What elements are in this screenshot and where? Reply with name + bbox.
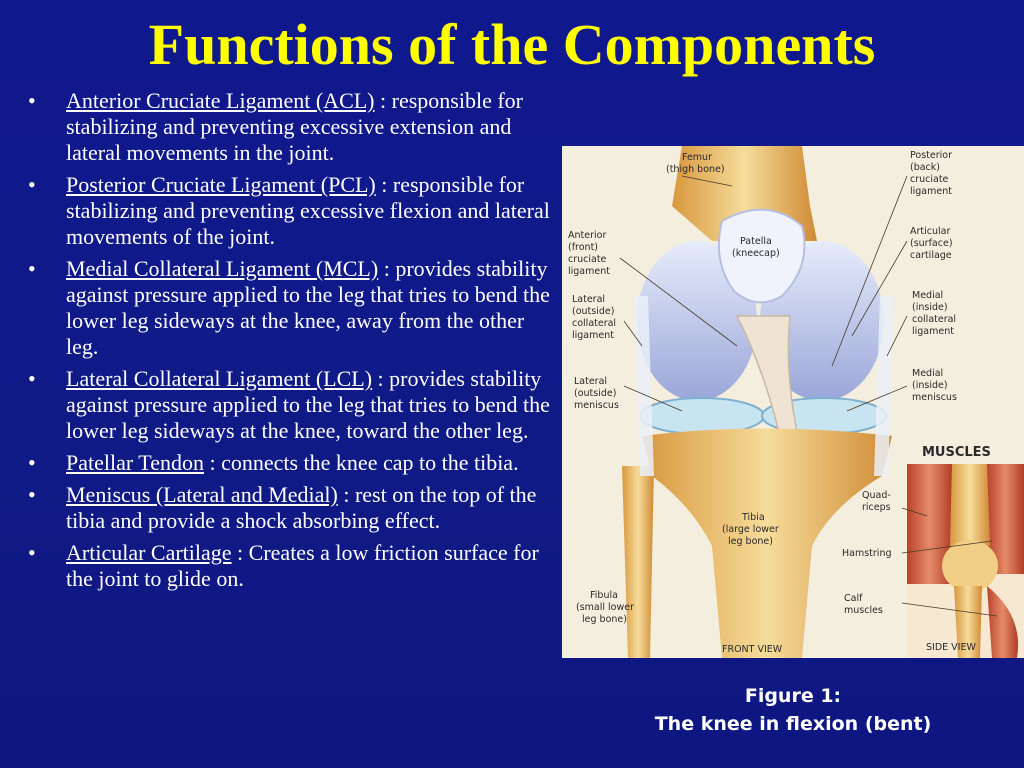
term-lcl[interactable]: Lateral Collateral Ligament (LCL) — [66, 366, 373, 391]
label-patella: Patella — [740, 236, 772, 247]
desc-meniscus: : rest on the top of the tibia and provi… — [66, 482, 537, 533]
lateral-meniscus-shape — [639, 397, 765, 435]
desc-mcl: : provides stability against pressure ap… — [66, 256, 550, 359]
term-meniscus[interactable]: Meniscus (Lateral and Medial) — [66, 482, 338, 507]
label-mmen-1: Medial — [912, 368, 943, 379]
label-art-1: Articular — [910, 226, 950, 237]
list-item-articular-cartilage: • Articular Cartilage : Creates a low fri… — [24, 540, 552, 592]
label-mcl-4: ligament — [912, 326, 954, 337]
tibia-shape — [642, 428, 892, 658]
label-quad-1: Quad- — [862, 490, 891, 501]
label-art-2: (surface) — [910, 238, 953, 249]
caption-line-1: Figure 1: — [744, 685, 842, 707]
functions-list: • Anterior Cruciate Ligament (ACL) : resp… — [24, 88, 552, 598]
label-acl-1: Anterior — [568, 230, 606, 241]
label-pcl-2: (back) — [910, 162, 940, 173]
caption-line-2: The knee in flexion (bent) — [654, 713, 932, 735]
slide-title: Functions of the Components — [148, 12, 876, 77]
medial-collateral-shape — [874, 296, 894, 476]
label-pcl-3: cruciate — [910, 174, 949, 185]
label-tibia-3: leg bone) — [728, 536, 773, 547]
label-acl-3: cruciate — [568, 254, 607, 265]
label-fibula-1: Fibula — [590, 590, 618, 601]
calf-shape — [987, 586, 1019, 658]
label-muscles: MUSCLES — [922, 445, 991, 460]
label-femur: Femur — [682, 152, 712, 163]
bullet-icon: • — [28, 450, 36, 475]
list-item-lcl: • Lateral Collateral Ligament (LCL) : pro… — [24, 366, 552, 444]
list-item-pcl: • Posterior Cruciate Ligament (PCL) : res… — [24, 172, 552, 250]
term-acl[interactable]: Anterior Cruciate Ligament (ACL) — [66, 88, 375, 113]
patella-shape — [717, 208, 806, 304]
lateral-collateral-shape — [634, 296, 654, 476]
label-femur-sub: (thigh bone) — [666, 164, 725, 175]
label-front-view: FRONT VIEW — [722, 644, 783, 655]
side-knee-joint — [942, 540, 998, 592]
label-tibia-1: Tibia — [741, 512, 765, 523]
bullet-icon: • — [28, 256, 36, 281]
label-fibula-3: leg bone) — [582, 614, 627, 625]
label-pcl-1: Posterior — [910, 150, 952, 161]
label-hamstring: Hamstring — [842, 548, 892, 559]
desc-pcl: : responsible for stabilizing and preven… — [66, 172, 550, 249]
label-mcl-1: Medial — [912, 290, 943, 301]
list-item-acl: • Anterior Cruciate Ligament (ACL) : resp… — [24, 88, 552, 166]
bullet-icon: • — [28, 482, 36, 507]
side-femur-shape — [950, 464, 990, 546]
label-quad-2: riceps — [862, 502, 891, 513]
fibula-shape — [622, 466, 654, 658]
label-lcl-3: collateral — [572, 318, 616, 329]
label-mcl-3: collateral — [912, 314, 956, 325]
list-item-patellar-tendon: • Patellar Tendon : connects the knee cap… — [24, 450, 552, 476]
label-patella-sub: (kneecap) — [732, 248, 780, 259]
list-item-meniscus: • Meniscus (Lateral and Medial) : rest on… — [24, 482, 552, 534]
label-fibula-2: (small lower — [576, 602, 634, 613]
label-lcl-4: ligament — [572, 330, 614, 341]
desc-patellar-tendon: : connects the knee cap to the tibia. — [203, 450, 519, 475]
bullet-icon: • — [28, 540, 36, 565]
label-lmen-3: meniscus — [574, 400, 619, 411]
side-tibia-shape — [954, 586, 982, 658]
desc-acl: : responsible for stabilizing and preven… — [66, 88, 523, 165]
label-mcl-2: (inside) — [912, 302, 948, 313]
label-side-view: SIDE VIEW — [926, 642, 976, 653]
label-pcl-4: ligament — [910, 186, 952, 197]
desc-lcl: : provides stability against pressure ap… — [66, 366, 550, 443]
label-mmen-3: meniscus — [912, 392, 957, 403]
term-mcl[interactable]: Medial Collateral Ligament (MCL) — [66, 256, 379, 281]
term-articular-cartilage[interactable]: Articular Cartilage — [66, 540, 232, 565]
figure-caption: Figure 1: The knee in flexion (bent) — [562, 682, 1024, 738]
bullet-icon: • — [28, 88, 36, 113]
label-lcl-2: (outside) — [572, 306, 614, 317]
desc-articular-cartilage: : Creates a low friction surface for the… — [66, 540, 539, 591]
bullet-icon: • — [28, 172, 36, 197]
list-item-mcl: • Medial Collateral Ligament (MCL) : prov… — [24, 256, 552, 360]
label-acl-2: (front) — [568, 242, 598, 253]
label-calf-1: Calf — [844, 593, 863, 604]
label-lcl-1: Lateral — [572, 294, 605, 305]
bullet-icon: • — [28, 366, 36, 391]
term-patellar-tendon[interactable]: Patellar Tendon — [66, 450, 204, 475]
label-tibia-2: (large lower — [722, 524, 779, 535]
label-mmen-2: (inside) — [912, 380, 948, 391]
label-calf-2: muscles — [844, 605, 883, 616]
label-art-3: cartilage — [910, 250, 952, 261]
label-lmen-1: Lateral — [574, 376, 607, 387]
knee-anatomy-figure: Femur (thigh bone) Patella (kneecap) Pos… — [562, 146, 1024, 658]
term-pcl[interactable]: Posterior Cruciate Ligament (PCL) — [66, 172, 376, 197]
leader-lines — [619, 175, 998, 617]
knee-illustration: Femur (thigh bone) Patella (kneecap) Pos… — [568, 146, 1024, 658]
label-lmen-2: (outside) — [574, 388, 616, 399]
label-acl-4: ligament — [568, 266, 610, 277]
